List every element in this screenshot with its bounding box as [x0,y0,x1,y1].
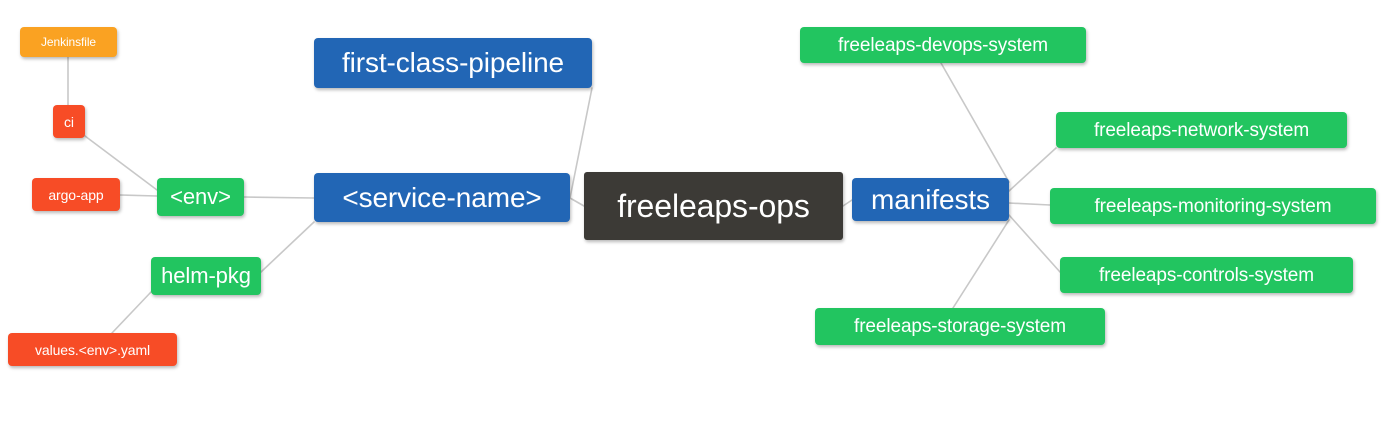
edge-manifests-to-devops [940,62,1010,183]
mindmap-node-controls[interactable]: freeleaps-controls-system [1060,257,1353,293]
mindmap-node-pipeline[interactable]: first-class-pipeline [314,38,592,88]
mindmap-node-monitoring[interactable]: freeleaps-monitoring-system [1050,188,1376,224]
mindmap-node-values[interactable]: values.<env>.yaml [8,333,177,366]
mindmap-node-manifests[interactable]: manifests [852,178,1009,221]
node-label: freeleaps-monitoring-system [1094,195,1332,217]
node-label: helm-pkg [161,263,251,288]
mindmap-node-argo[interactable]: argo-app [32,178,120,211]
mindmap-node-ci[interactable]: ci [53,105,85,138]
edge-service-to-env [243,196,315,199]
node-label: <service-name> [342,181,542,213]
node-label: freeleaps-controls-system [1098,264,1315,286]
mindmap-node-jenkins[interactable]: Jenkinsfile [20,27,117,57]
node-label: freeleaps-network-system [1093,119,1310,141]
mindmap-node-devops[interactable]: freeleaps-devops-system [800,27,1086,63]
mindmap-node-storage[interactable]: freeleaps-storage-system [815,308,1105,345]
edge-root-to-manifests [842,199,853,207]
edge-root-to-service [569,197,585,207]
node-label: values.<env>.yaml [34,341,151,358]
node-label: manifests [871,183,990,215]
node-label: argo-app [48,186,104,203]
edge-manifests-to-network [1008,147,1057,192]
edge-manifests-to-storage [952,219,1010,309]
mindmap-node-service[interactable]: <service-name> [314,173,570,222]
edge-service-to-helm [260,221,315,273]
node-label: freeleaps-devops-system [838,34,1048,56]
node-label: Jenkinsfile [41,35,96,49]
node-label: freeleaps-ops [617,188,810,224]
edge-env-to-argo [119,194,158,197]
edge-helm-to-values [111,291,152,334]
node-label: freeleaps-storage-system [854,316,1066,337]
node-label: <env> [170,184,231,209]
mindmap-node-root[interactable]: freeleaps-ops [584,172,843,240]
node-label: first-class-pipeline [341,47,565,78]
mindmap-node-network[interactable]: freeleaps-network-system [1056,112,1347,148]
edge-manifests-to-monitoring [1008,202,1051,206]
node-label: ci [64,113,74,130]
mindmap-node-helm[interactable]: helm-pkg [151,257,261,295]
mindmap-node-env[interactable]: <env> [157,178,244,216]
